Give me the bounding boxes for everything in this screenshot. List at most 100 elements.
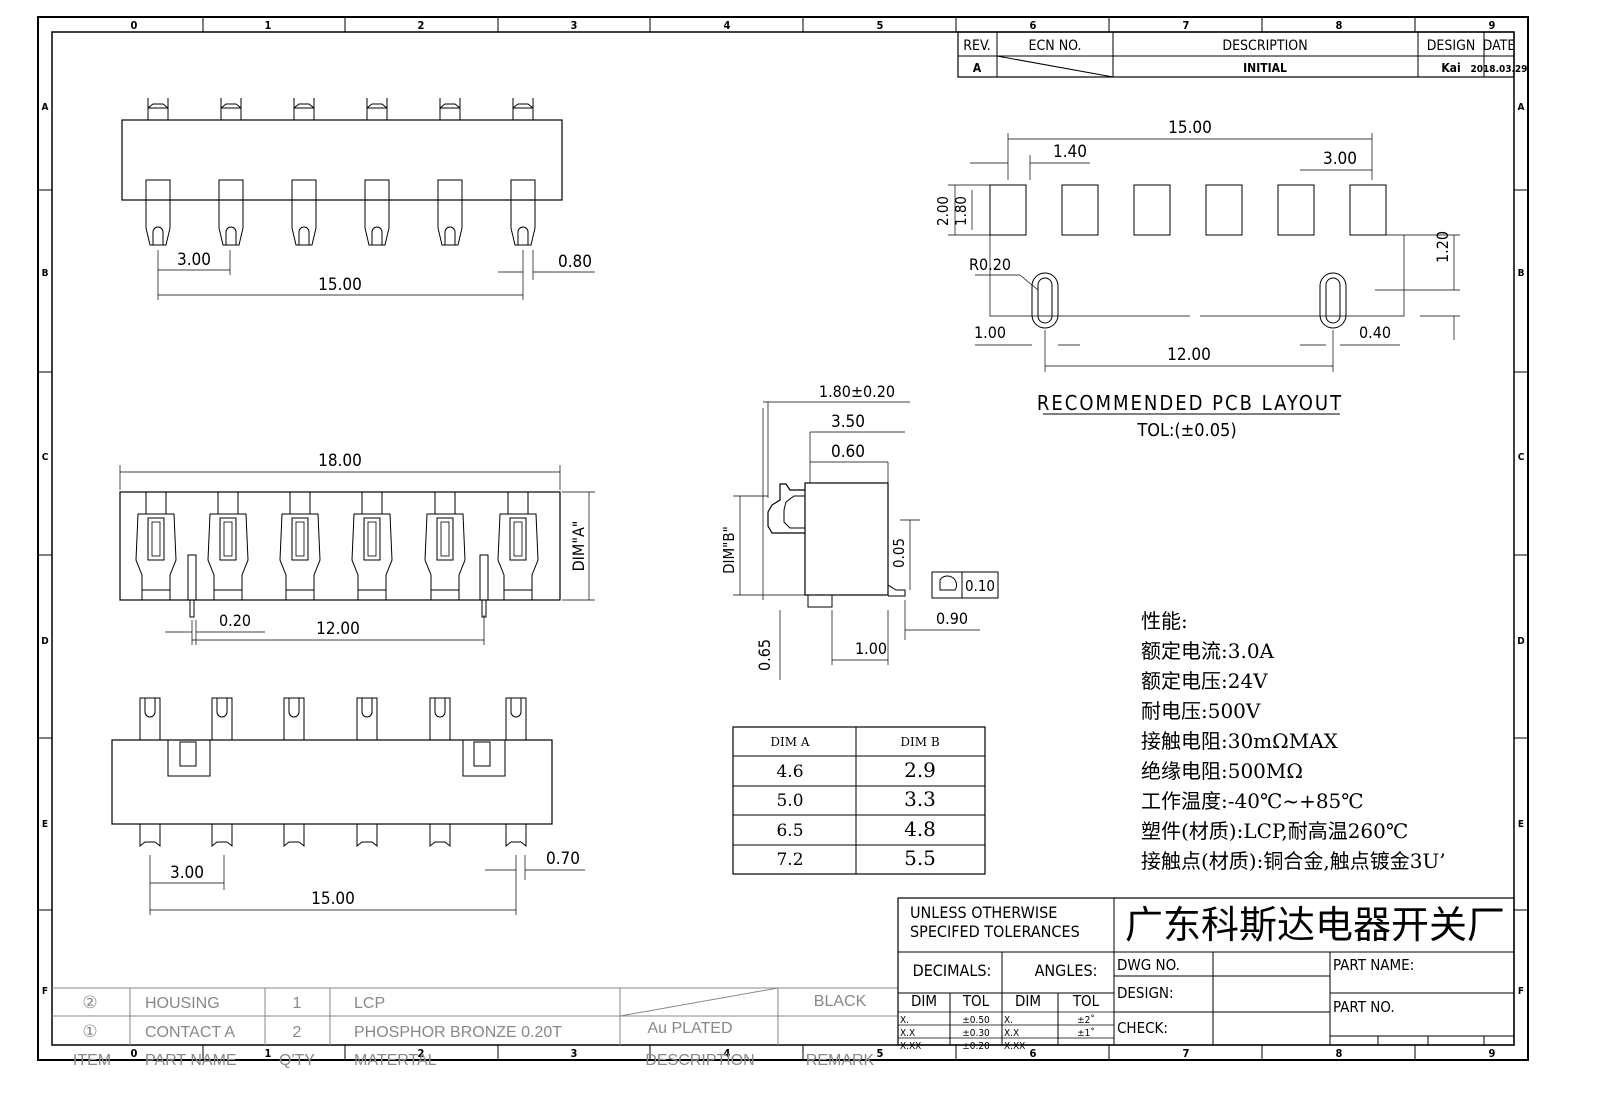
front-contact-slot (291, 517, 309, 561)
front-contact-slot (363, 517, 381, 561)
ecn-header: ECN NO. (1029, 38, 1082, 54)
top-pin-notch (439, 98, 461, 110)
bottom-pin-notch (211, 824, 233, 848)
front-contact-spring (295, 521, 305, 557)
grid-row-label-right: C (1518, 452, 1525, 463)
grid-row-label-right: F (1518, 986, 1524, 997)
bottom-pin-hole (510, 698, 522, 718)
pcb-h1-dim: 2.00 (934, 196, 952, 226)
title-block: UNLESS OTHERWISE SPECIFED TOLERANCES 广东科… (897, 897, 1515, 1052)
dec-row-dim: X.X (900, 1028, 915, 1039)
top-pin-base (364, 179, 390, 201)
top-pin-dim: 0.80 (558, 252, 592, 272)
bottom-pin-notch (356, 824, 378, 848)
bom-header-description: DESCRIPTION (645, 1052, 754, 1069)
pcb-layout-tolerance: TOL:(±0.05) (1136, 420, 1236, 441)
bom-description: Au PLATED (647, 1020, 732, 1037)
top-pin-notch (366, 98, 388, 110)
bom-qty: 1 (293, 995, 302, 1012)
grid-row-label-left: A (42, 102, 49, 113)
dim-table-header-a: DIM A (770, 735, 809, 749)
side-dimb-dim: DIM"B" (720, 526, 738, 574)
front-contact-top (145, 491, 167, 515)
front-dima-dim: DIM"A" (569, 521, 588, 572)
pcb-span-dim: 12.00 (1167, 345, 1211, 365)
bom-header-remark: REMARK (806, 1052, 875, 1069)
front-contact-spring (223, 521, 233, 557)
top-pin-leg (218, 200, 244, 246)
bottom-pin-hole (288, 698, 300, 718)
top-pin-leg (291, 200, 317, 246)
drawing-frame (37, 16, 1529, 1061)
description-value: INITIAL (1243, 61, 1287, 75)
top-pin-notch (512, 98, 534, 110)
bottom-pitch-dim: 3.00 (170, 863, 204, 883)
grid-row-label-left: E (42, 819, 48, 830)
front-post (479, 554, 489, 601)
bom-header-item: ITEM (73, 1052, 111, 1069)
angles-label: ANGLES: (1035, 961, 1098, 980)
bottom-pin-top (139, 697, 161, 741)
dim-label: DIM (1015, 992, 1041, 1010)
bottom-pin-top (505, 697, 527, 741)
part-name-label: PART NAME: (1333, 956, 1414, 974)
pcb-left-dim: 1.00 (974, 323, 1006, 342)
side-flatness-value: 0.10 (965, 577, 995, 595)
company-name: 广东科斯达电器开关厂 (1125, 903, 1505, 947)
grid-col-label-bottom: 5 (877, 1047, 884, 1060)
dec-row-tol: ±0.50 (962, 1015, 990, 1026)
bottom-pin-hole (361, 698, 373, 718)
bottom-pin-hole (216, 698, 228, 718)
grid-row-label-left: C (42, 452, 49, 463)
rev-header: REV. (963, 38, 991, 54)
front-contact-slot (509, 517, 527, 561)
top-pin-tab (147, 107, 169, 121)
side-view: 1.80±0.20 3.50 0.60 DIM"B" 0.05 0.10 0.9… (720, 382, 999, 680)
bottom-pin-notch (429, 824, 451, 848)
spec-line: 额定电流:3.0A (1141, 639, 1275, 663)
front-contact-body (497, 513, 539, 591)
part-no-label: PART NO. (1333, 998, 1395, 1016)
bom-header-qty: Q'TY (279, 1052, 315, 1069)
bom-header-name: PART NAME (145, 1052, 237, 1069)
top-pitch-dim: 3.00 (177, 250, 211, 270)
spec-line: 耐电压:500V (1141, 699, 1261, 723)
bottom-view-pins (139, 697, 527, 848)
front-contact-body (207, 513, 249, 591)
top-view: 3.00 15.00 0.80 (121, 98, 595, 300)
bom-qty: 2 (293, 1024, 302, 1041)
grid-col-label-bottom: 4 (724, 1047, 731, 1060)
front-width-dim: 18.00 (318, 451, 362, 471)
grid-col-label-bottom: 7 (1183, 1047, 1190, 1060)
dec-row-dim: X. (900, 1015, 909, 1026)
bottom-pin-top (429, 697, 451, 741)
pcb-offset-dim: 1.20 (1433, 231, 1452, 263)
top-pin-base (291, 179, 317, 201)
check-label: CHECK: (1117, 1019, 1168, 1037)
grid-col-label-top: 7 (1183, 19, 1190, 32)
specs-title: 性能: (1141, 609, 1188, 633)
pcb-total-dim: 15.00 (1168, 118, 1212, 138)
front-view-contacts (135, 491, 539, 618)
bom-item-2: ② (82, 993, 97, 1012)
top-pin-notch (220, 98, 242, 110)
front-contact-body (135, 513, 177, 591)
grid-col-label-top: 0 (131, 19, 138, 32)
front-contact-slot (219, 517, 237, 561)
pcb-pad (1205, 184, 1243, 236)
top-pin-hole (298, 226, 310, 245)
pcb-layout-title: RECOMMENDED PCB LAYOUT (1037, 391, 1343, 415)
top-pin-base (145, 179, 171, 201)
bottom-pin-notch (283, 824, 305, 848)
grid-col-label-bottom: 9 (1489, 1047, 1496, 1060)
dim-table-cell: 4.8 (904, 817, 936, 841)
front-contact-spring (151, 521, 161, 557)
side-d3-dim: 0.60 (831, 442, 865, 462)
pcb-pad (1349, 184, 1387, 236)
bottom-pin-top (283, 697, 305, 741)
spec-line: 接触点(材质):铜合金,触点镀金3U’ (1141, 849, 1446, 873)
dim-table-cell: 6.5 (776, 821, 803, 841)
top-pin-tab (512, 107, 534, 121)
